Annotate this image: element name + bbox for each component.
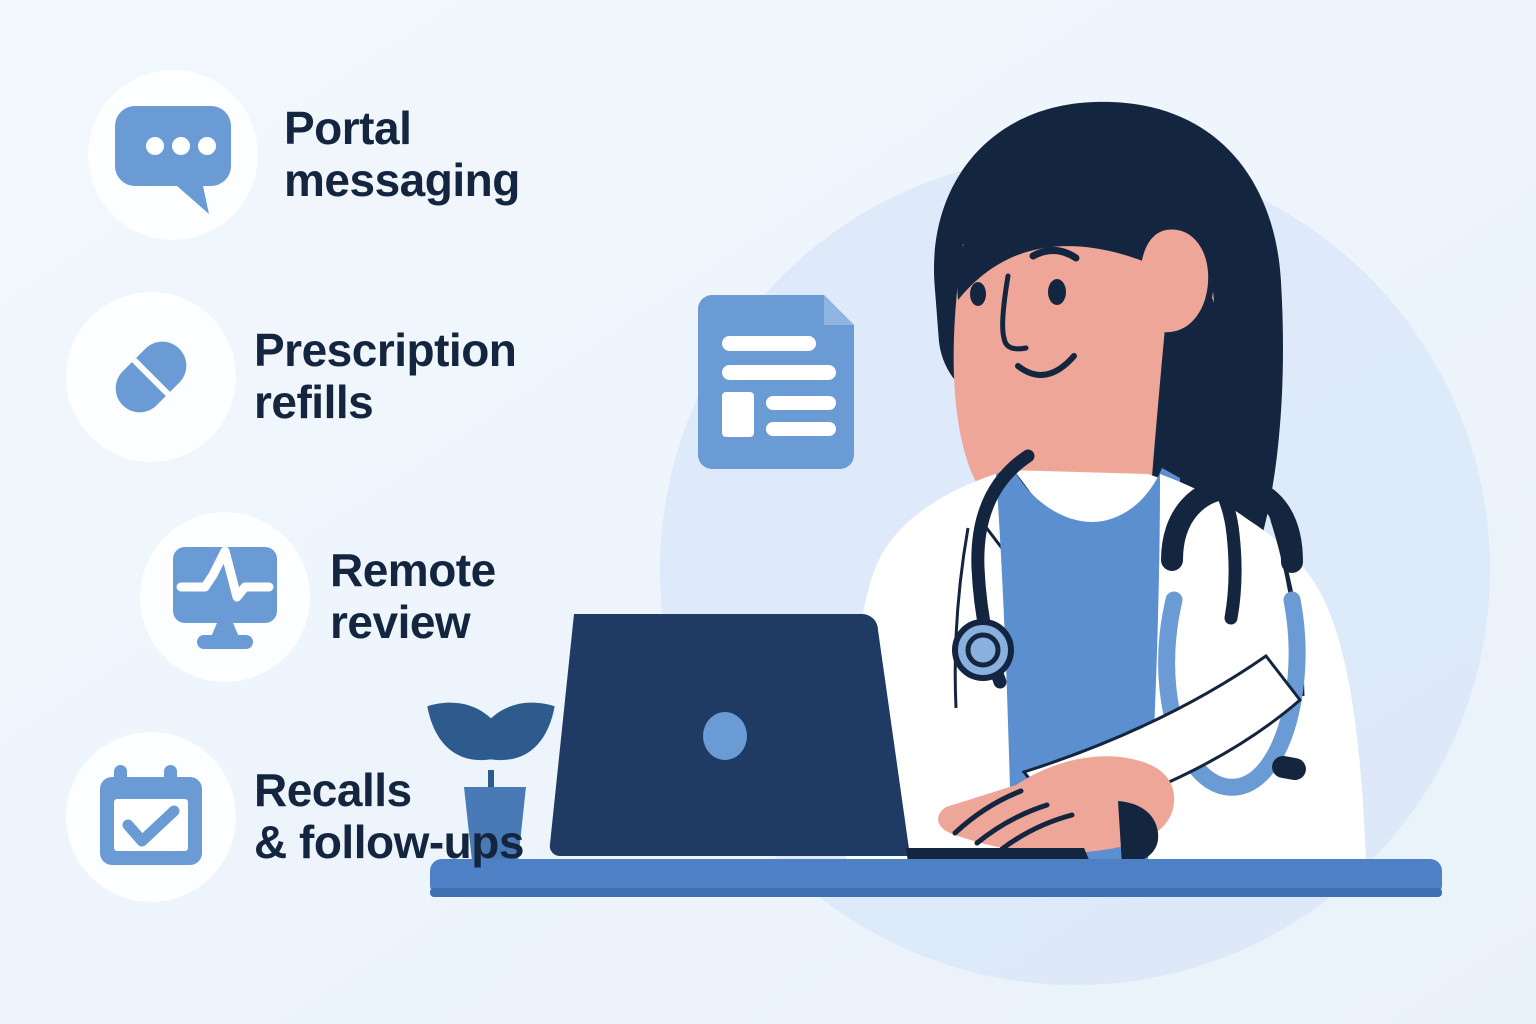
- stethoscope-chestpiece: [952, 619, 1014, 681]
- stethoscope-earpiece-loop: [1158, 591, 1306, 796]
- laptop: [549, 614, 1090, 862]
- eye-right: [1048, 279, 1066, 305]
- document-record-icon: [698, 295, 854, 469]
- feature-label: Portal messaging: [284, 102, 520, 206]
- potted-plant: [427, 702, 555, 861]
- laptop-keyboard-base: [906, 848, 1090, 862]
- doctor-figure: [846, 101, 1366, 865]
- plant-leaf-right: [471, 702, 555, 761]
- chat-bubble-icon: [88, 70, 258, 240]
- finger-line-1: [952, 788, 1024, 836]
- eyebrow-right: [1029, 247, 1080, 262]
- finger-line-2: [974, 802, 1050, 846]
- feature-item-remote-review[interactable]: Remote review: [140, 512, 496, 682]
- desk-surface: [430, 859, 1442, 897]
- desk-edge-shadow: [430, 888, 1442, 897]
- coat-seam-left: [953, 527, 970, 709]
- ear: [1139, 229, 1209, 333]
- eye-left: [970, 282, 986, 306]
- pill-capsule-icon: [66, 292, 236, 462]
- feature-item-portal-messaging[interactable]: Portal messaging: [88, 70, 520, 240]
- feature-label: Prescription refills: [254, 324, 517, 428]
- stethoscope-band: [1161, 476, 1303, 573]
- laptop-logo: [703, 712, 747, 760]
- plant-pot: [464, 787, 526, 861]
- eyebrow-left: [956, 250, 1002, 266]
- stethoscope-eartip-right: [1272, 755, 1306, 781]
- feature-list: Portal messaging Prescription refills: [0, 0, 700, 1024]
- finger-line-3: [999, 812, 1075, 852]
- stethoscope-tube-right: [1178, 445, 1242, 625]
- monitor-heartbeat-icon: [140, 512, 310, 682]
- calendar-check-icon: [66, 732, 236, 902]
- feature-label: Recalls & follow-ups: [254, 764, 524, 868]
- feature-item-recalls-follow-ups[interactable]: Recalls & follow-ups: [66, 732, 524, 902]
- cuff: [1118, 801, 1159, 865]
- nose: [1000, 273, 1029, 352]
- mouth: [1015, 353, 1077, 378]
- feature-item-prescription-refills[interactable]: Prescription refills: [66, 292, 517, 462]
- feature-label: Remote review: [330, 544, 496, 648]
